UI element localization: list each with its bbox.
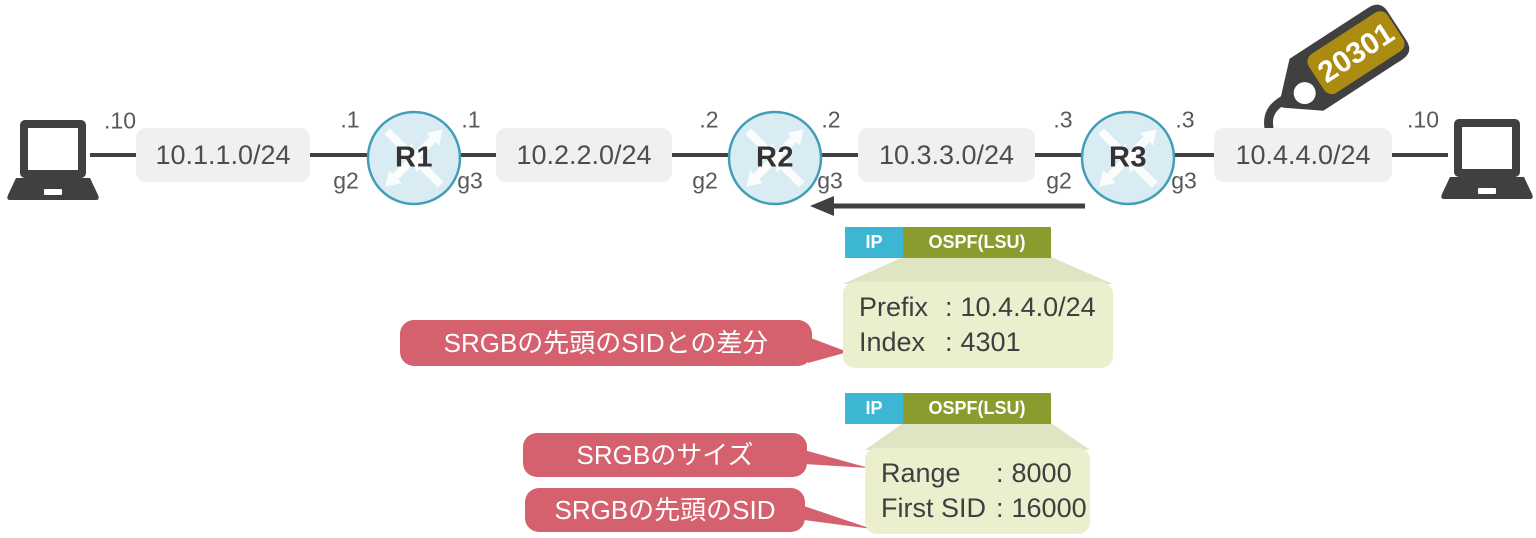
router-icon-r2 — [727, 110, 823, 206]
laptop-icon-right — [1441, 119, 1533, 199]
router-label-r1: R1 — [394, 141, 434, 174]
segment-box-1: 10.1.1.0/24 — [136, 128, 310, 182]
r1-left-if-label: g2 — [333, 167, 359, 194]
packet2-field-firstsid: First SID:16000 — [881, 493, 1087, 523]
packet1-expander — [843, 257, 1113, 284]
packet1-field-prefix: Prefix:10.4.4.0/24 — [859, 292, 1096, 322]
r3-left-if-label: g2 — [1046, 167, 1072, 194]
laptop-icon-left — [7, 120, 99, 200]
callout-sid-index: SRGBの先頭のSIDとの差分 — [400, 320, 812, 366]
packet2-ospf-header: OSPF(LSU) — [903, 393, 1051, 424]
packet1-ospf-header: OSPF(LSU) — [903, 227, 1051, 258]
sid-tag-icon: 20301 — [1279, 4, 1410, 111]
segment-box-2: 10.2.2.0/24 — [496, 128, 672, 182]
packet1-detail-box: Prefix:10.4.4.0/24 Index:4301 — [843, 282, 1113, 368]
packet2-field-range: Range:8000 — [881, 458, 1072, 488]
callout3-pointer — [804, 506, 872, 529]
r3-right-if-label: g3 — [1171, 167, 1197, 194]
packet2-expander — [865, 423, 1090, 450]
router-icon-r3 — [1080, 110, 1176, 206]
r2-right-ip-label: .2 — [821, 106, 841, 133]
r1-right-ip-label: .1 — [461, 106, 481, 133]
callout-srgb-size: SRGBのサイズ — [523, 433, 807, 477]
callout-srgb-first-sid: SRGBの先頭のSID — [525, 488, 805, 532]
r2-left-if-label: g2 — [692, 167, 718, 194]
lsu-direction-arrow — [810, 196, 1085, 216]
packet1-ip-header: IP — [845, 227, 903, 258]
router-label-r2: R2 — [755, 141, 795, 174]
segment-box-4: 10.4.4.0/24 — [1214, 128, 1392, 182]
packet2-detail-box: Range:8000 First SID:16000 — [865, 448, 1090, 534]
r2-left-ip-label: .2 — [699, 106, 719, 133]
r3-left-ip-label: .3 — [1053, 106, 1073, 133]
r2-right-if-label: g3 — [817, 167, 843, 194]
router-icon-r1 — [366, 110, 462, 206]
host-left-ip-label: .10 — [104, 107, 136, 134]
r1-left-ip-label: .1 — [340, 106, 360, 133]
r3-right-ip-label: .3 — [1175, 106, 1195, 133]
r1-right-if-label: g3 — [457, 167, 483, 194]
host-right-ip-label: .10 — [1407, 106, 1439, 133]
callout1-pointer — [808, 337, 848, 363]
callout2-pointer — [804, 450, 869, 468]
router-label-r3: R3 — [1108, 141, 1148, 174]
packet2-ip-header: IP — [845, 393, 903, 424]
packet1-field-index: Index:4301 — [859, 327, 1021, 357]
segment-box-3: 10.3.3.0/24 — [858, 128, 1035, 182]
